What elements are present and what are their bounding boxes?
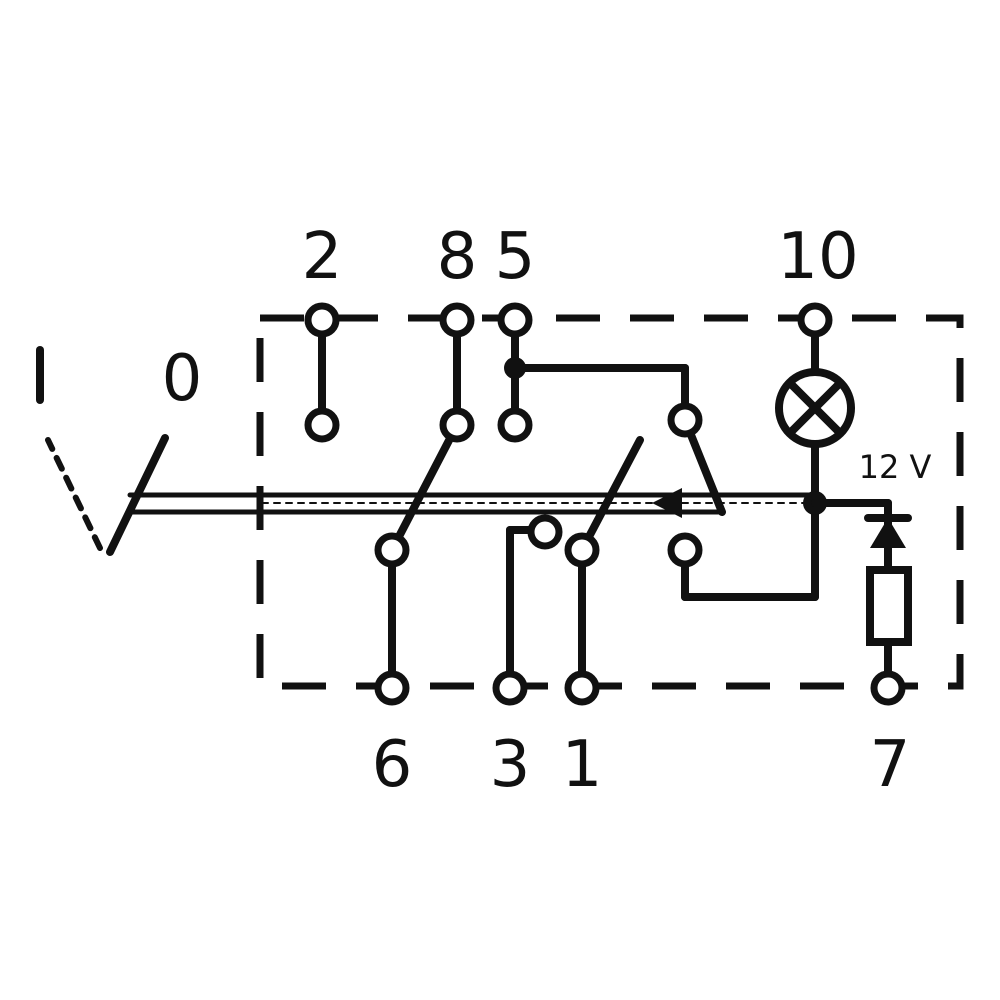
terminal-icon [497,407,533,443]
contact-5 [497,302,726,516]
terminal-label-2: 2 [302,220,343,294]
terminal-icon [667,402,703,438]
contact-8-6 [374,302,475,706]
terminal-icon [492,670,528,706]
switch-housing [256,314,964,690]
terminal-icon [797,302,833,338]
switch-actuator [36,346,818,556]
terminal-label-5: 5 [495,220,536,294]
push-rod-arrowhead [652,488,682,518]
terminal-label-3: 3 [490,728,531,802]
terminal-icon [527,514,563,550]
voltage-label: 12 V [859,448,932,486]
indicator-lamp [775,302,855,515]
terminal-label-6: 6 [372,728,413,802]
terminal-icon [667,532,703,568]
diode-icon [864,514,912,548]
terminal-label-1: 1 [562,728,603,802]
terminal-icon [870,670,906,706]
terminal-icon [497,302,533,338]
junction-icon [504,357,526,379]
contact-3-1 [492,436,644,706]
terminal-icon [304,407,340,443]
terminal-icon [564,670,600,706]
terminal-label-7: 7 [870,728,911,802]
terminal-icon [564,532,600,568]
position-label-on: I [31,342,50,416]
resistor-icon [866,566,912,646]
terminal-icon [304,302,340,338]
terminal-icon [439,302,475,338]
position-label-off: 0 [162,342,203,416]
lamp-icon [775,368,855,448]
terminal-icon [439,407,475,443]
terminal-label-10: 10 [777,220,858,294]
contact-loop [667,499,819,601]
terminal-icon [374,670,410,706]
diode-resistor-branch [811,499,912,706]
terminal-icon [374,532,410,568]
terminal-label-8: 8 [437,220,478,294]
contact-2 [304,302,340,443]
